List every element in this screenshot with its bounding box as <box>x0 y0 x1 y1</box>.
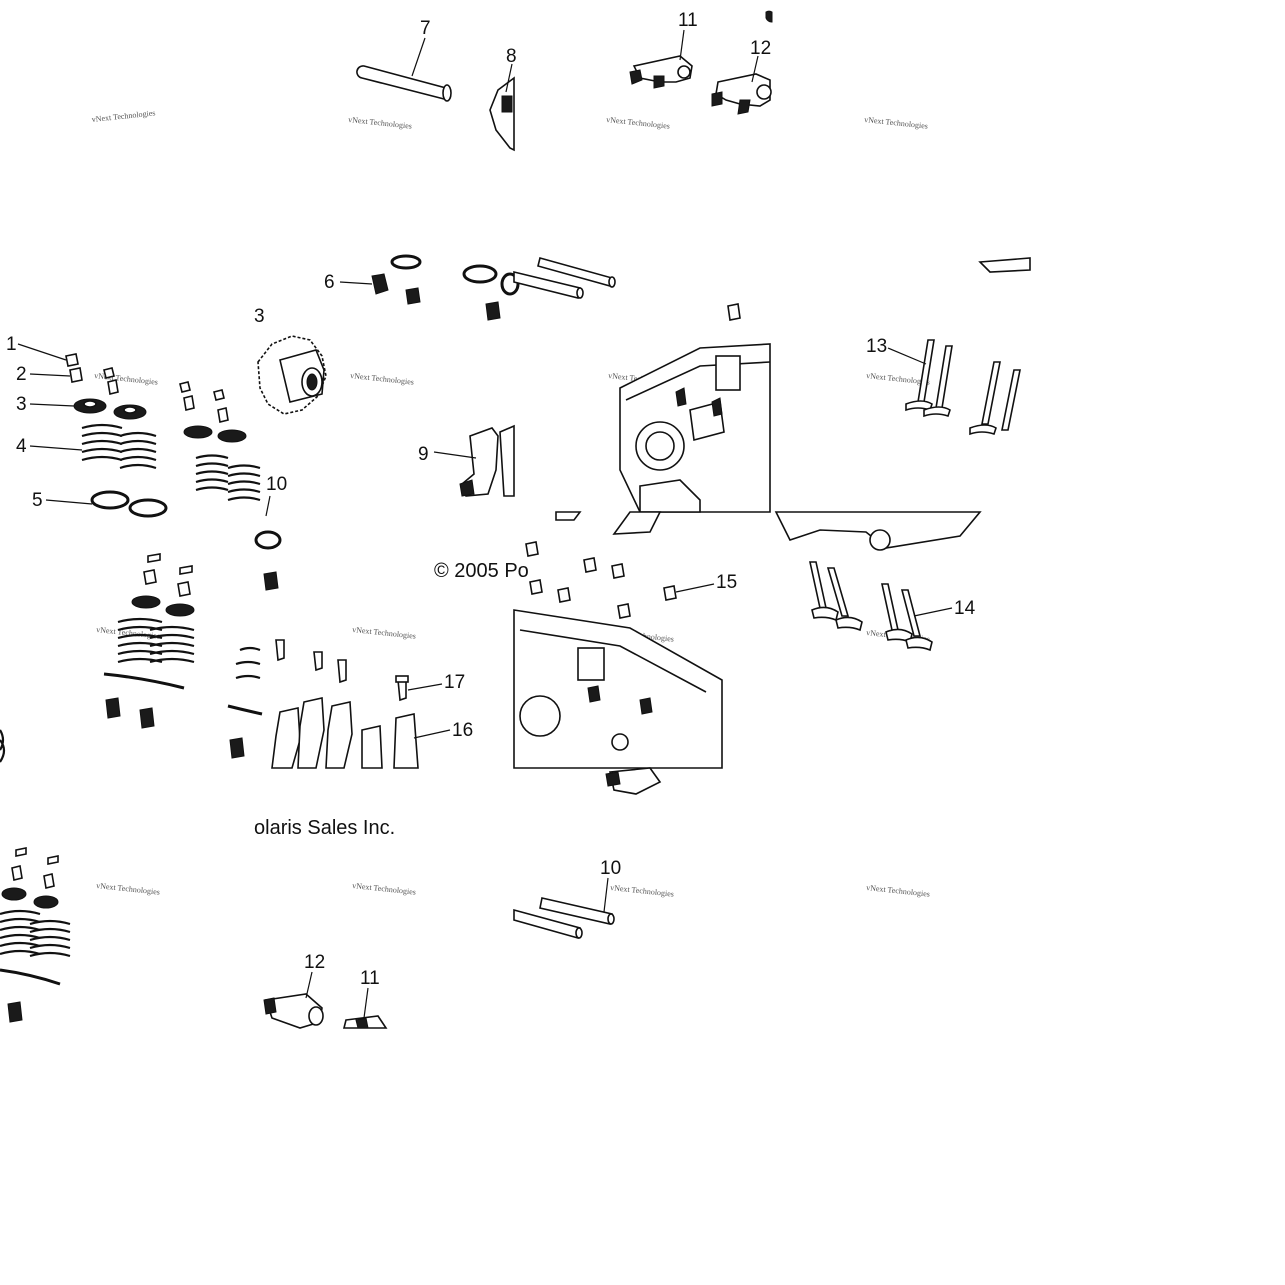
watermark: vNext Technologies <box>864 115 929 131</box>
part-8-cam-sprocket: 3 <box>254 306 327 415</box>
part-14-exhaust-valve: 14 <box>774 511 982 652</box>
callout-8: 8 <box>506 46 517 67</box>
callout-6: 6 <box>324 272 335 293</box>
callout-1: 1 <box>6 334 17 355</box>
part-9-rocker-support: 9 <box>418 424 515 497</box>
callout-5: 5 <box>32 490 43 511</box>
watermark: vNext Technologies <box>610 883 675 899</box>
callout-8-fragment: 3 <box>254 306 265 327</box>
callout-11-bottom: 11 <box>360 968 380 989</box>
callout-13: 13 <box>866 336 887 357</box>
callout-9: 9 <box>418 444 429 465</box>
callout-11-top: 11 <box>678 10 698 31</box>
part-13-intake-valve: 13 <box>866 257 1031 436</box>
part-2-keeper: 2 <box>16 364 229 423</box>
watermark: vNext Technologies <box>96 881 161 897</box>
callout-14: 14 <box>954 598 976 619</box>
callout-10-mid: 10 <box>266 474 287 495</box>
valve-train-stack-left <box>0 553 195 763</box>
cylinder-head-upper <box>619 303 771 513</box>
watermark: vNext Technologies <box>606 115 671 131</box>
watermark: vNext Technologies <box>94 371 159 387</box>
part-12-rocker-arm: 12 <box>711 10 773 115</box>
watermark: vNext Technologies <box>350 371 415 387</box>
callout-17: 17 <box>444 672 465 693</box>
callout-12-top: 12 <box>750 38 771 59</box>
callout-12-bottom: 12 <box>304 952 325 973</box>
watermarks: vNext Technologies vNext Technologies vN… <box>91 108 930 898</box>
part-8-sprocket-fragment: 8 <box>489 46 517 152</box>
callout-10-bottom: 10 <box>600 858 621 879</box>
callout-15: 15 <box>716 572 737 593</box>
part-10-pushrod-lower: 10 <box>513 858 621 940</box>
copyright-text-part-1: © 2005 Po <box>434 560 529 582</box>
part-1-keeper: 1 <box>6 334 225 401</box>
watermark: vNext Technologies <box>866 883 931 899</box>
part-3-retainer: 3 <box>16 394 247 443</box>
valve-train-stack-bottom <box>0 847 71 1023</box>
callout-7: 7 <box>420 18 431 39</box>
part-12-rocker-arm-lower: 12 <box>263 952 325 1029</box>
part-10-pushrod-callout: 10 <box>254 474 287 591</box>
watermark: vNext Technologies <box>352 625 417 641</box>
cylinder-head-lower <box>513 511 723 795</box>
callout-16: 16 <box>452 720 473 741</box>
part-16-rocker-stands: 16 <box>227 646 473 769</box>
copyright-notice-2: olaris Sales Inc. <box>254 817 395 839</box>
watermark: vNext Technologies <box>91 108 156 124</box>
copyright-text-part-2: olaris Sales Inc. <box>254 817 395 839</box>
part-7-pin: 7 <box>356 18 452 102</box>
watermark: vNext Technologies <box>348 115 413 131</box>
part-4-valve-spring: 4 <box>16 423 261 502</box>
part-11-rocker-arm-lower: 11 <box>342 968 388 1029</box>
copyright-notice-1: © 2005 Po <box>434 560 529 582</box>
watermark: vNext Technologies <box>352 881 417 897</box>
part-15-dowel: 15 <box>525 541 737 619</box>
part-17-bolt: 17 <box>275 639 465 702</box>
part-6-valve-seal: 6 <box>324 254 520 321</box>
callout-3: 3 <box>16 394 27 415</box>
part-11-rocker-arm: 11 <box>629 10 698 89</box>
callout-2: 2 <box>16 364 27 385</box>
pushrods-upper <box>513 257 616 299</box>
callout-4: 4 <box>16 436 27 457</box>
part-5-spring-seat: 5 <box>32 490 168 518</box>
